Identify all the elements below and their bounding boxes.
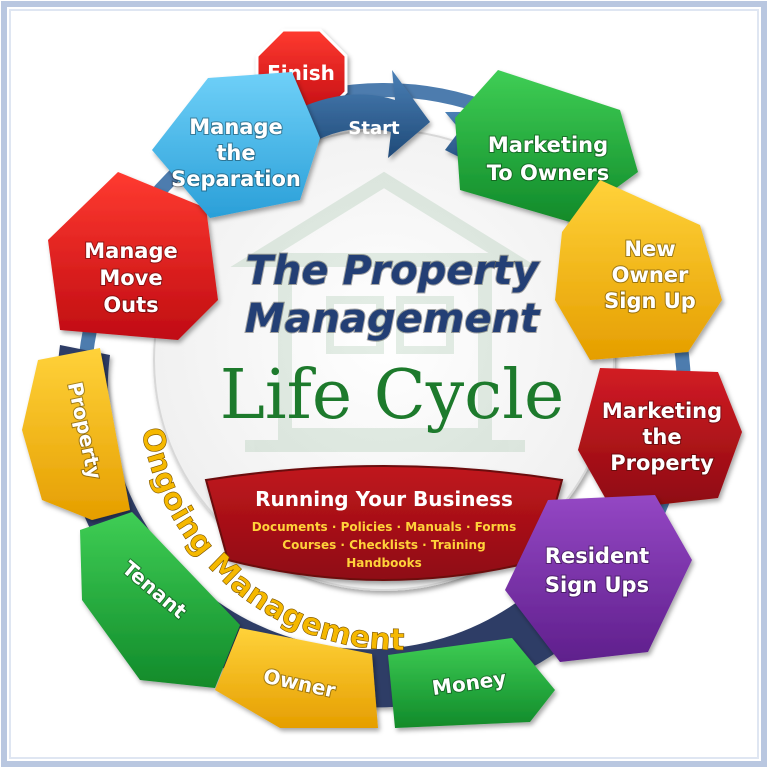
step-new-owner-sign-up[interactable]: New Owner Sign Up xyxy=(555,180,722,360)
title-line3: Life Cycle xyxy=(220,356,564,435)
house-watermark-icon xyxy=(230,171,538,452)
ongoing-item-money[interactable]: Money xyxy=(388,638,555,728)
start-label: Start xyxy=(348,118,400,139)
step-marketing-the-property[interactable]: Marketing the Property xyxy=(578,368,742,510)
step-resident-sign-ups[interactable]: Resident Sign Ups xyxy=(505,495,692,662)
ongoing-item-tenant[interactable]: Tenant xyxy=(80,512,240,688)
move-outs-line3: Outs xyxy=(103,293,158,317)
separation-line1: Manage xyxy=(189,115,282,139)
move-outs-line2: Move xyxy=(99,266,162,290)
step-marketing-to-owners[interactable]: Marketing To Owners xyxy=(455,70,638,222)
banner-heading: Running Your Business xyxy=(255,487,513,511)
separation-line3: Separation xyxy=(171,167,301,191)
marketing-to-owners-line2: To Owners xyxy=(487,161,610,185)
banner-items-line1: Documents · Policies · Manuals · Forms xyxy=(252,520,516,534)
marketing-to-owners-line1: Marketing xyxy=(488,133,608,157)
new-owner-line3: Sign Up xyxy=(604,289,696,313)
ongoing-item-owner[interactable]: Owner xyxy=(215,628,378,728)
new-owner-line2: Owner xyxy=(612,263,689,287)
page-border-inner xyxy=(9,9,759,759)
marketing-property-line1: Marketing xyxy=(602,399,722,423)
ongoing-item-property[interactable]: Property xyxy=(22,348,130,520)
new-owner-line1: New xyxy=(624,237,675,261)
banner-items-line3: Handbooks xyxy=(346,556,421,570)
title-line2: Management xyxy=(245,296,541,342)
start-arrow[interactable]: Start xyxy=(295,70,430,158)
resident-line1: Resident xyxy=(545,544,649,568)
separation-line2: the xyxy=(216,141,255,165)
title-line1: The Property xyxy=(246,248,541,294)
resident-line2: Sign Ups xyxy=(545,573,649,597)
banner-items-line2: Courses · Checklists · Training xyxy=(282,538,485,552)
marketing-property-line2: the xyxy=(642,425,681,449)
move-outs-line1: Manage xyxy=(84,239,177,263)
step-manage-the-separation[interactable]: Manage the Separation xyxy=(152,72,320,218)
step-manage-move-outs[interactable]: Manage Move Outs xyxy=(48,172,218,340)
marketing-property-line3: Property xyxy=(610,451,714,475)
